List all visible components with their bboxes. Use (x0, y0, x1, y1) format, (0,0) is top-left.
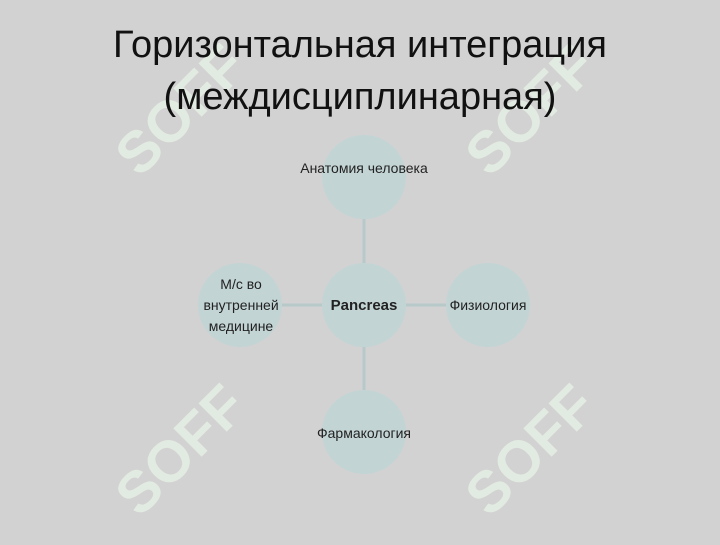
node-top-label: Анатомия человека (300, 160, 428, 176)
node-bottom-circle (322, 390, 406, 474)
node-center-label: Pancreas (331, 297, 398, 314)
node-left-label-line1: М/с во (220, 276, 262, 292)
watermark-logo-bottom-right: SOFF (453, 373, 608, 528)
slide-title-line1: Горизонтальная интеграция (113, 24, 607, 66)
watermark-logo-bottom-left: SOFF (103, 373, 258, 528)
node-left-label-line2: внутренней (203, 297, 278, 313)
slide-title-line2: (междисциплинарная) (163, 76, 557, 118)
node-right-label: Физиология (450, 297, 527, 313)
node-left-circle (198, 263, 282, 347)
node-bottom-label: Фармакология (317, 425, 411, 441)
watermark-text: SOFF (103, 373, 258, 528)
node-right-circle (446, 263, 530, 347)
node-left-label: М/с во внутренней медицине (203, 276, 282, 334)
node-left-label-line3: медицине (209, 318, 274, 334)
node-center-circle (322, 263, 406, 347)
watermark-text: SOFF (453, 373, 608, 528)
node-top-circle (322, 135, 406, 219)
